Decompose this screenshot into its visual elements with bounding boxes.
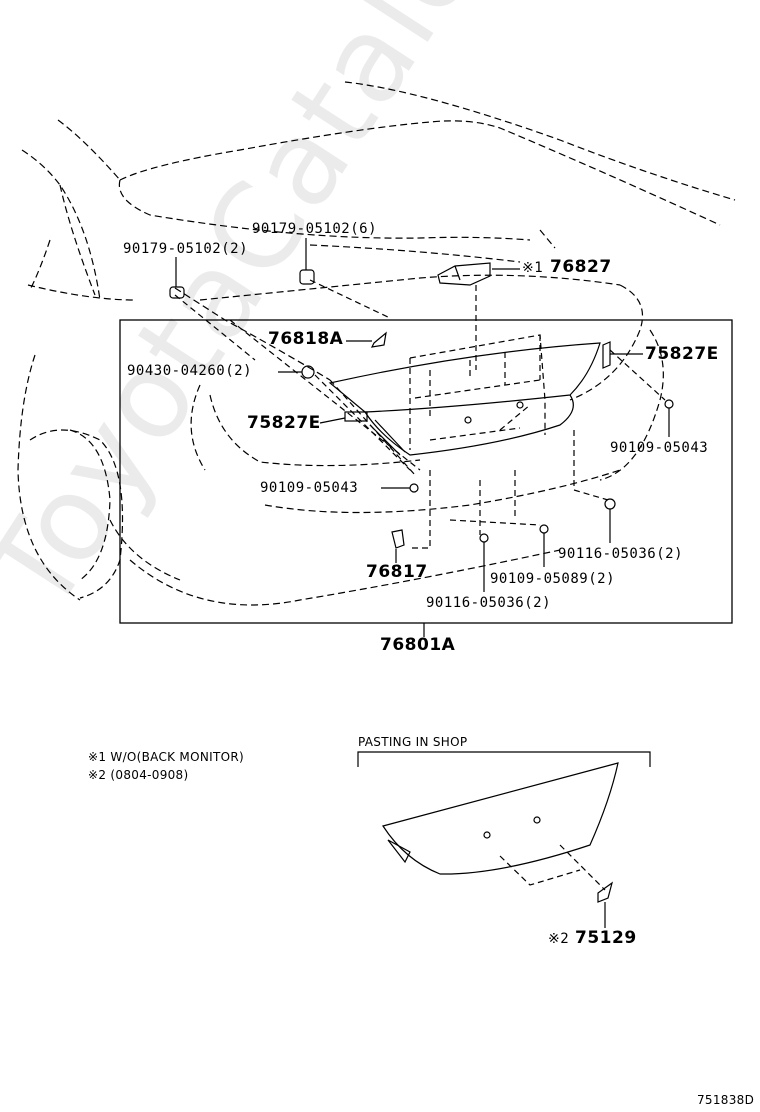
note-2: ※2 (0804-0908) [88,768,189,782]
garnish-panel [328,342,601,456]
label-camera-76827: 76827 [550,257,612,277]
label-ornament-76818a: 76818A [268,329,344,349]
figure-id: 751838D [697,1093,755,1107]
bracket-lines [174,279,666,549]
label-lamp-76817: 76817 [366,562,428,582]
label-emblem-prefix: ※2 [548,931,570,947]
label-clip-90179-6: 90179-05102(6) [252,221,378,237]
camera-shape [437,262,491,286]
screw-left-shape [409,483,419,493]
clip-90179-left-shape [169,286,185,299]
emblem-75129-shape [597,881,614,903]
label-emblem-75827e-left: 75827E [247,413,321,433]
screw-right-shape [664,399,674,409]
garnish-inset-shape [382,762,619,875]
label-emblem-75827e-right: 75827E [645,344,719,364]
car-body-outline [17,81,736,606]
label-camera-prefix: ※1 [522,260,544,276]
pasting-in-shop-label: PASTING IN SHOP [358,735,468,749]
label-screw-05089: 90109-05089(2) [490,571,616,587]
assembly-box [119,319,733,624]
inset-dashes [499,844,606,891]
label-screw-left: 90109-05043 [260,480,359,496]
lamp-76817-shape [391,529,405,549]
screw-05089-shape [539,524,549,534]
clip-90430-shape [301,365,315,379]
note-1: ※1 W/O(BACK MONITOR) [88,750,244,764]
emblem-left-shape [344,411,368,422]
label-clip-90179-2: 90179-05102(2) [123,241,249,257]
label-clip-bottom: 90116-05036(2) [426,595,552,611]
leader-lines [175,238,670,637]
clip-90179-right-shape [299,269,315,285]
clip-right-upper-shape [604,498,616,510]
clip-bottom-shape [479,533,489,543]
label-garnish-76801a: 76801A [380,635,456,655]
label-emblem-75129: 75129 [575,928,637,948]
label-screw-right: 90109-05043 [610,440,709,456]
ornament-76818a-shape [370,331,387,348]
label-clip-right-upper: 90116-05036(2) [558,546,684,562]
label-clip-90430: 90430-04260(2) [127,363,253,379]
emblem-right-shape [602,341,611,369]
pasting-bracket [357,751,651,767]
